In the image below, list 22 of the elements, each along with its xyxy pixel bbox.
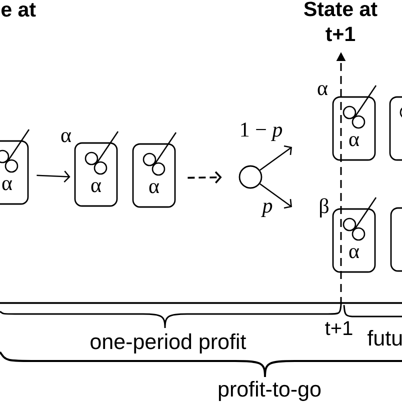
arrow — [260, 183, 292, 209]
state-box: α — [74, 142, 118, 207]
time-label: t+1 — [325, 321, 352, 336]
heading-text: State at t+1 — [304, 2, 378, 42]
state-box: α — [332, 96, 376, 161]
state-box: α — [0, 140, 29, 205]
heading-text: e at — [2, 3, 36, 17]
state-label: α — [61, 132, 72, 142]
dashed-arrow — [188, 171, 222, 184]
circle-node — [238, 165, 262, 189]
brace-label: futu — [368, 330, 402, 346]
arrow — [260, 145, 292, 171]
state-label: β — [320, 198, 328, 218]
edge-label: p — [261, 202, 274, 218]
state-box — [390, 207, 402, 272]
state-label: α — [318, 85, 328, 96]
brace-label: profit-to-go — [218, 380, 321, 401]
state-box: α — [132, 143, 176, 208]
brace-label: one-period profit — [90, 333, 246, 354]
arrow — [36, 170, 70, 183]
state-box: α — [332, 208, 376, 273]
edge-label: 1 − p — [238, 122, 284, 142]
